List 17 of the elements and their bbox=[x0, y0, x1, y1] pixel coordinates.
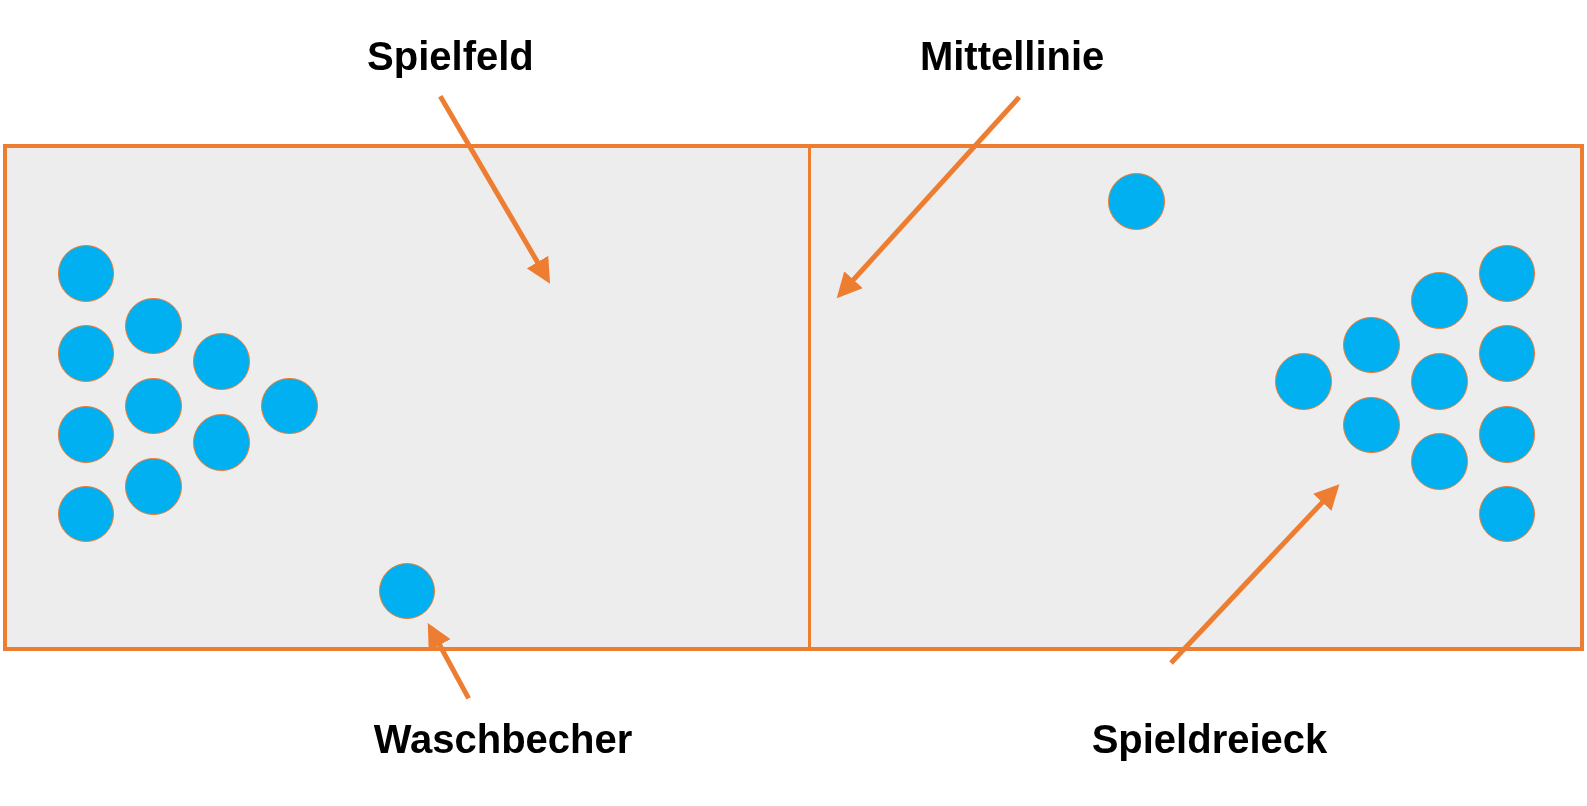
cup bbox=[193, 333, 250, 390]
part-label: Waschbecher bbox=[373, 716, 633, 762]
cup bbox=[1410, 353, 1468, 410]
leader-line bbox=[836, 95, 1022, 299]
cup bbox=[1108, 173, 1165, 230]
cup bbox=[1410, 272, 1468, 329]
leader-line bbox=[438, 94, 551, 284]
part-label: Spielfeld bbox=[367, 33, 534, 79]
cup bbox=[193, 413, 250, 471]
table-half bbox=[3, 143, 809, 651]
part-label: Mittellinie bbox=[919, 33, 1105, 79]
cup bbox=[1275, 353, 1332, 410]
cup bbox=[1410, 433, 1468, 490]
table-half bbox=[810, 143, 1584, 651]
part-label: Spieldreieck bbox=[1091, 716, 1328, 762]
leader-line bbox=[1169, 484, 1340, 665]
leader-line bbox=[427, 623, 471, 700]
